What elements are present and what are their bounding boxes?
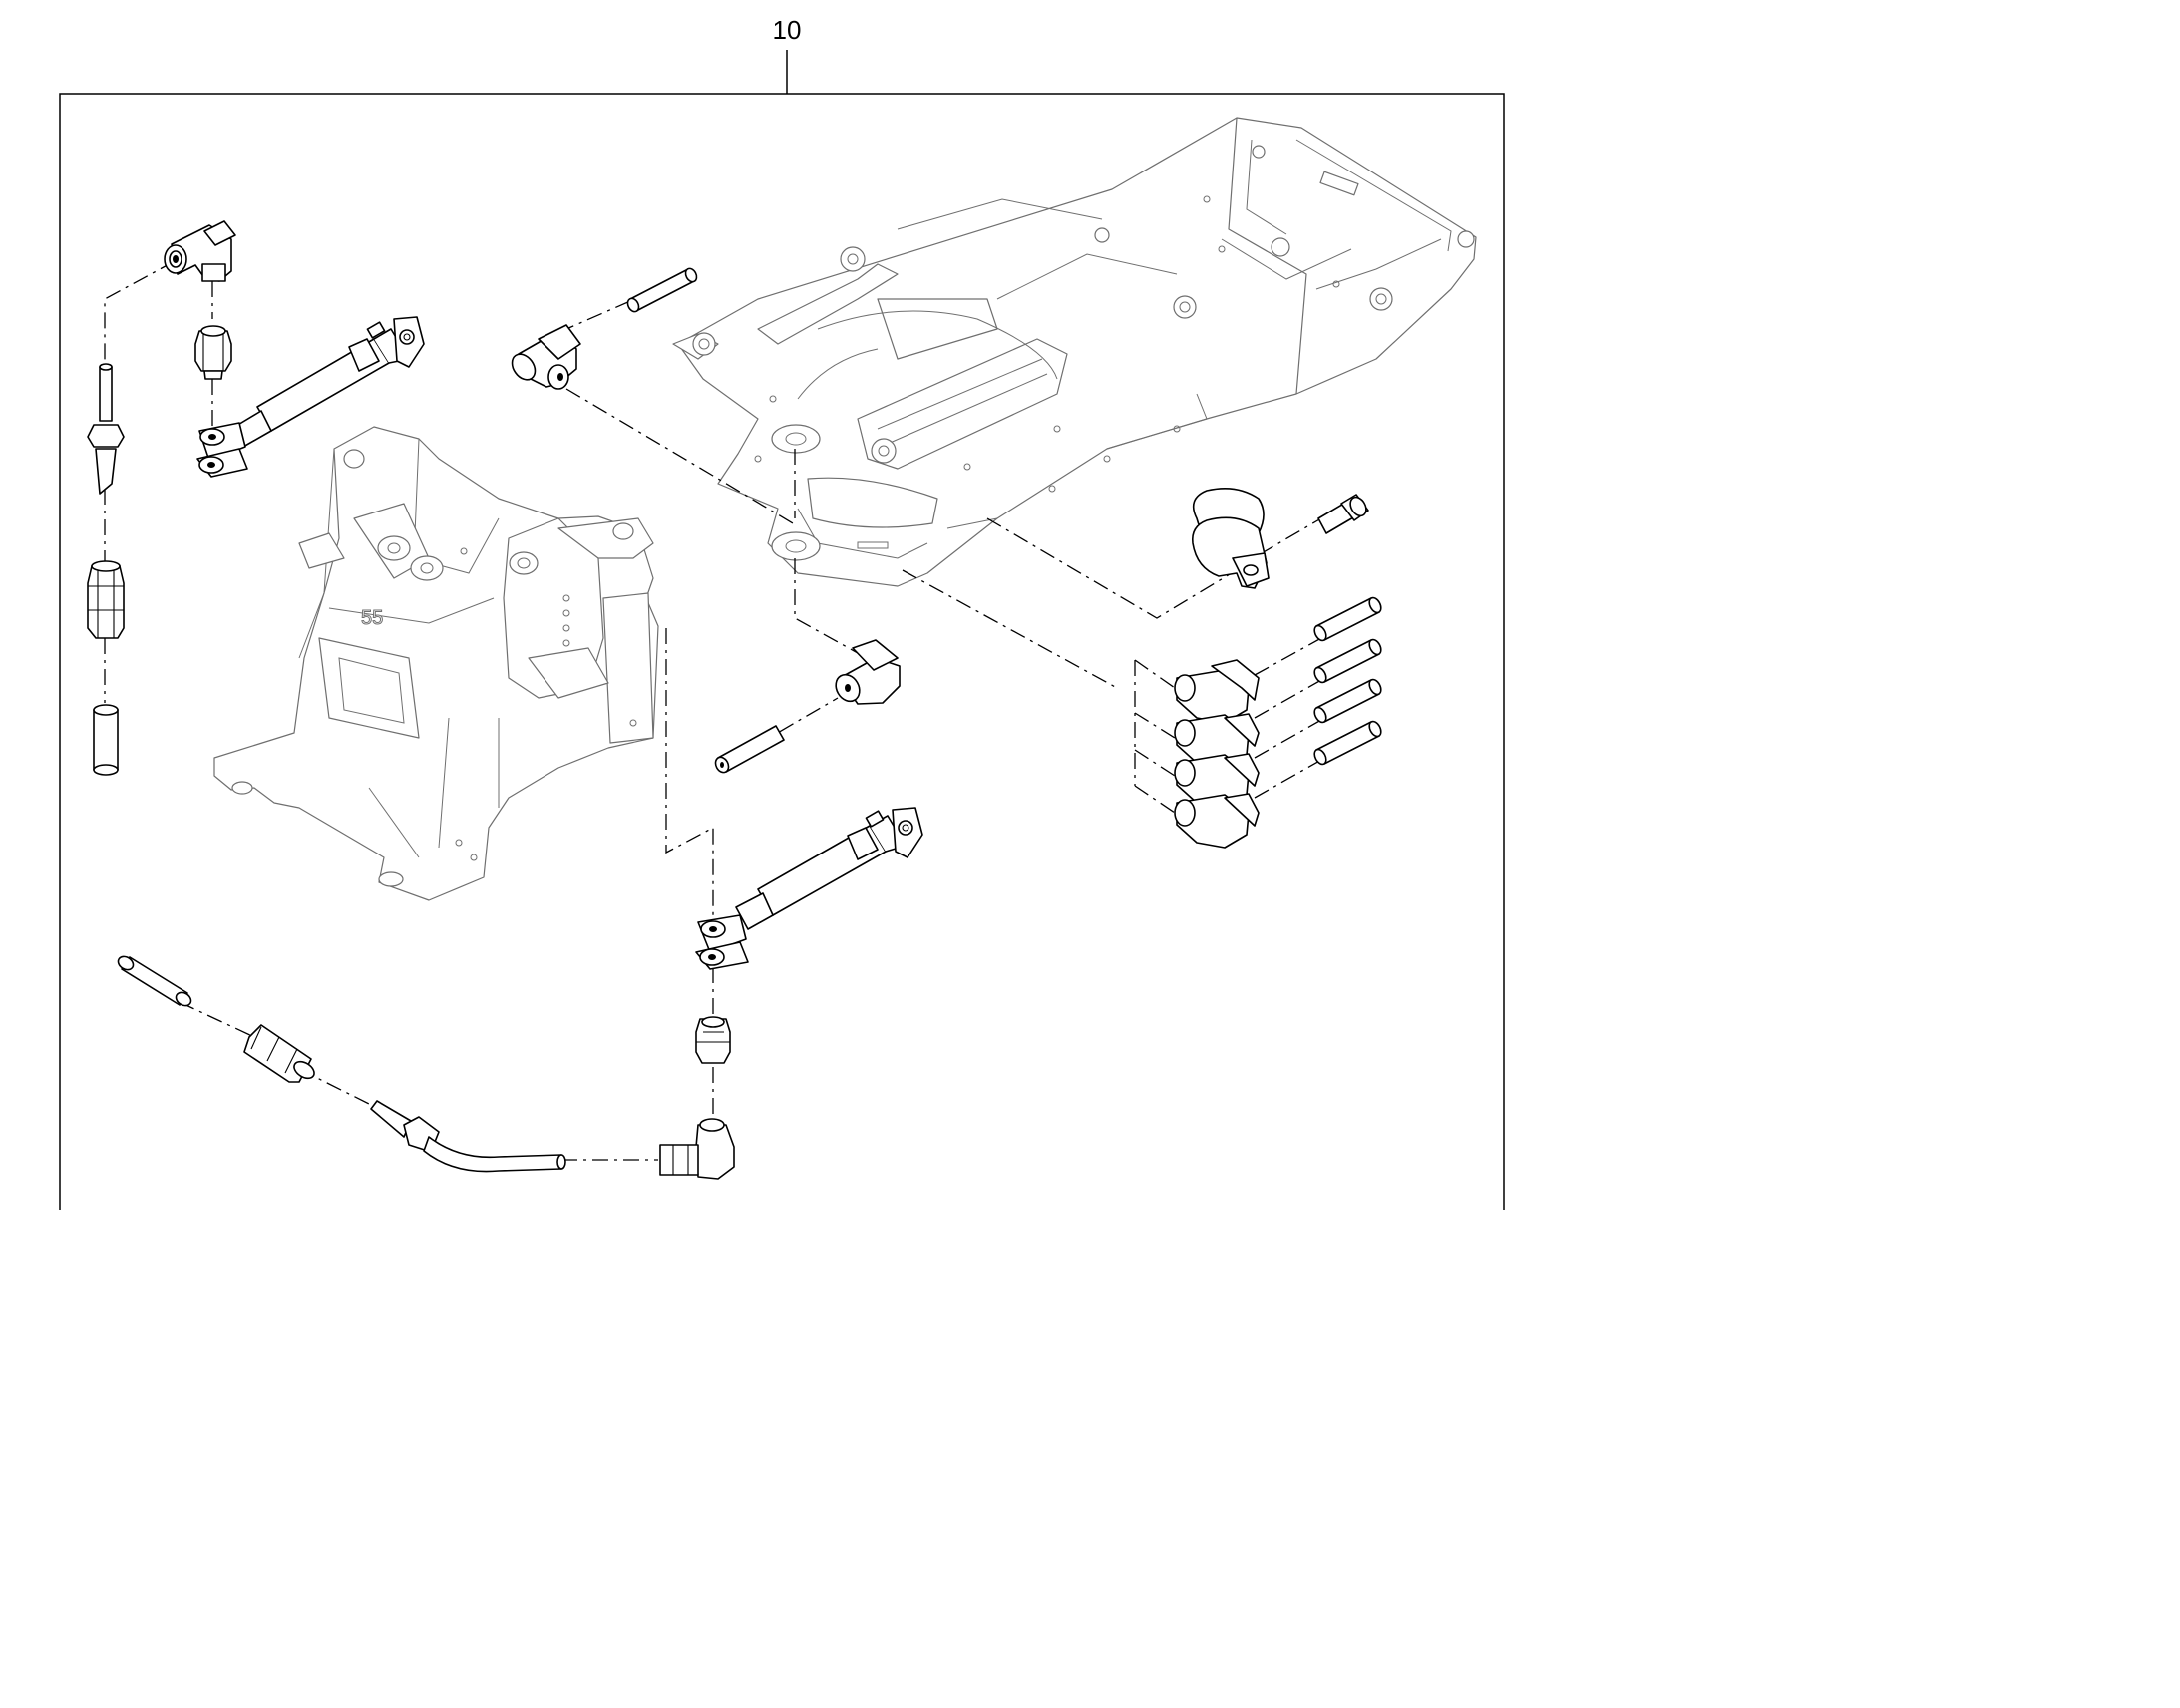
hose-sleeve <box>714 725 785 774</box>
exploded-parts-diagram: 10 <box>59 15 1505 1210</box>
elbow-fitting <box>164 220 236 282</box>
straight-fitting <box>87 363 125 495</box>
hose-sleeve <box>1313 720 1382 766</box>
hex-adapter <box>695 1016 731 1064</box>
hose-sleeve <box>1313 638 1382 684</box>
hydraulic-cylinder-upper <box>196 316 425 478</box>
elbow-fitting <box>1174 753 1260 809</box>
elbow-fitting <box>659 1118 735 1180</box>
elbow-fitting <box>835 639 901 705</box>
rear-frame <box>672 117 1477 587</box>
elbow-fitting <box>511 324 581 390</box>
hex-adapter <box>194 325 232 380</box>
hose-sleeve <box>1313 678 1382 724</box>
bent-tube <box>370 1100 566 1173</box>
front-frame: 55 <box>213 426 659 901</box>
hose-sleeve <box>93 704 119 776</box>
hose-sleeve <box>626 267 698 313</box>
hydraulic-cylinder-lower <box>695 807 923 970</box>
hose-sleeve <box>117 955 192 1007</box>
elbow-fitting-group <box>1174 596 1382 849</box>
frame-decal-number: 55 <box>361 607 383 629</box>
hose-coupling <box>87 560 125 639</box>
hose-clamp <box>1191 488 1270 589</box>
elbow-fitting <box>1174 793 1260 849</box>
hose-coupling <box>243 1024 315 1083</box>
assembly-frame-border <box>59 93 1505 1210</box>
cap-screw <box>1317 494 1369 534</box>
callout-number: 10 <box>773 15 802 45</box>
hose-sleeve <box>1313 596 1382 642</box>
elbow-fitting <box>1174 659 1260 724</box>
connector-lines <box>104 260 1327 1161</box>
